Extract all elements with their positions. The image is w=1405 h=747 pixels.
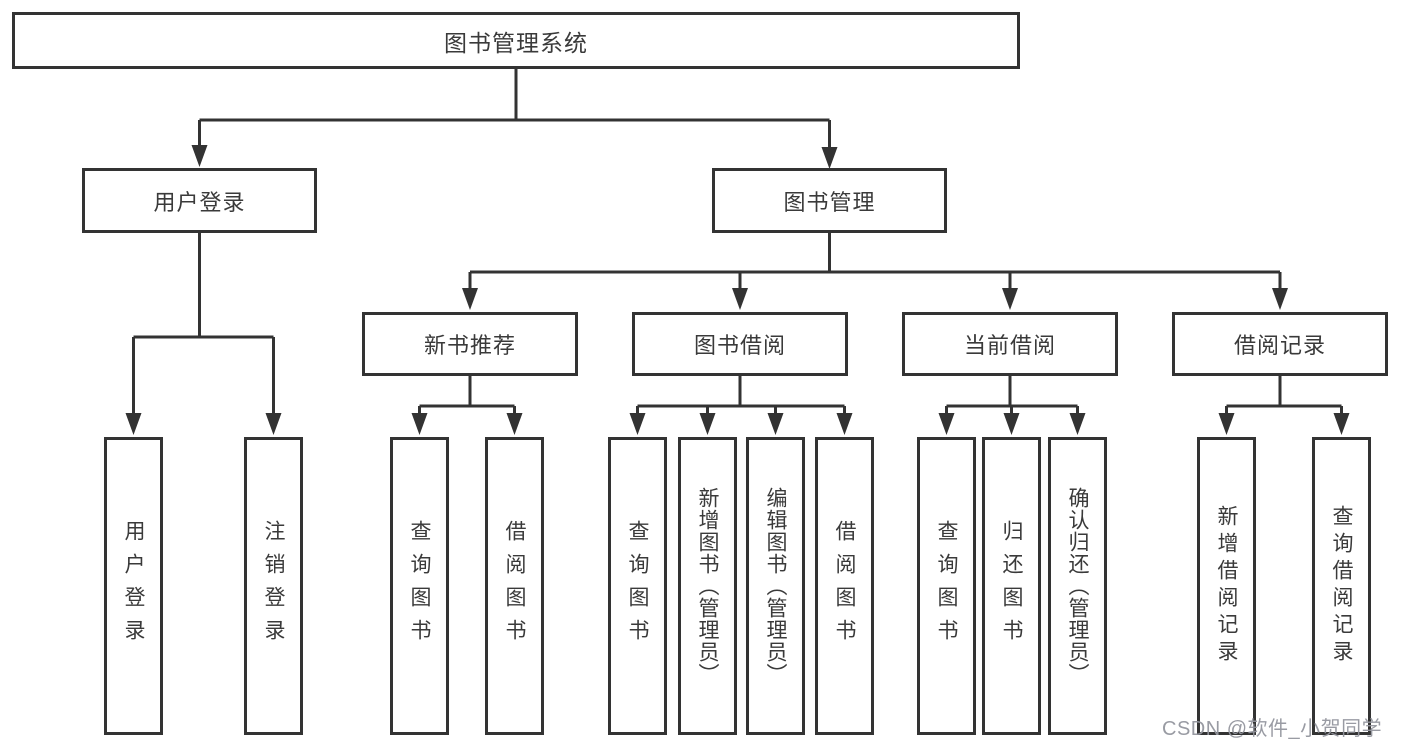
arrow-down-icon xyxy=(629,413,646,435)
arrow-down-icon xyxy=(191,145,208,167)
leaf-label: 借阅图书 xyxy=(833,520,856,652)
arrow-down-icon xyxy=(699,413,716,435)
leaf-label: 查询借阅记录 xyxy=(1330,505,1353,667)
leaf-query-books-current: 查询图书 xyxy=(917,437,976,735)
leaf-label: 编辑图书（管理员） xyxy=(764,487,787,685)
connector-current-to-leaves xyxy=(938,376,1086,435)
leaf-label: 查询图书 xyxy=(408,520,431,652)
leaf-query-books-recommend: 查询图书 xyxy=(390,437,449,735)
leaf-query-borrow-record: 查询借阅记录 xyxy=(1312,437,1371,735)
connector-borrow-to-leaves xyxy=(629,376,853,435)
leaf-label: 查询图书 xyxy=(626,520,649,652)
node-book-management: 图书管理 xyxy=(712,168,947,233)
connector-root-to-level2 xyxy=(191,69,838,169)
arrow-down-icon xyxy=(265,413,282,435)
arrow-down-icon xyxy=(1002,288,1018,310)
leaf-label: 用户登录 xyxy=(122,520,145,652)
leaf-query-books-borrow: 查询图书 xyxy=(608,437,667,735)
node-book-borrow: 图书借阅 xyxy=(632,312,848,376)
arrow-down-icon xyxy=(506,413,523,435)
leaf-user-login: 用户登录 xyxy=(104,437,163,735)
leaf-edit-book-admin: 编辑图书（管理员） xyxy=(746,437,805,735)
arrow-down-icon xyxy=(767,413,784,435)
arrow-down-icon xyxy=(462,288,478,310)
arrow-down-icon xyxy=(1333,413,1350,435)
node-current-borrow: 当前借阅 xyxy=(902,312,1118,376)
leaf-borrow-books-recommend: 借阅图书 xyxy=(485,437,544,735)
arrow-down-icon xyxy=(1003,413,1020,435)
arrow-down-icon xyxy=(938,413,955,435)
arrow-down-icon xyxy=(1272,288,1288,310)
leaf-logout: 注销登录 xyxy=(244,437,303,735)
leaf-confirm-return-admin: 确认归还（管理员） xyxy=(1048,437,1107,735)
arrow-down-icon xyxy=(836,413,853,435)
leaf-label: 确认归还（管理员） xyxy=(1066,487,1089,685)
arrow-down-icon xyxy=(732,288,748,310)
leaf-label: 注销登录 xyxy=(262,520,285,652)
leaf-label: 新增图书（管理员） xyxy=(696,487,719,685)
arrow-down-icon xyxy=(821,147,838,169)
arrow-down-icon xyxy=(411,413,428,435)
leaf-add-borrow-record: 新增借阅记录 xyxy=(1197,437,1256,735)
arrow-down-icon xyxy=(125,413,142,435)
connector-bookmgmt-to-level3 xyxy=(462,233,1288,310)
node-library-system: 图书管理系统 xyxy=(12,12,1020,69)
node-borrow-records: 借阅记录 xyxy=(1172,312,1388,376)
arrow-down-icon xyxy=(1069,413,1086,435)
leaf-label: 查询图书 xyxy=(935,520,958,652)
arrow-down-icon xyxy=(1218,413,1235,435)
leaf-label: 借阅图书 xyxy=(503,520,526,652)
node-new-book-recommend: 新书推荐 xyxy=(362,312,578,376)
leaf-add-book-admin: 新增图书（管理员） xyxy=(678,437,737,735)
node-user-login: 用户登录 xyxy=(82,168,317,233)
leaf-label: 新增借阅记录 xyxy=(1215,505,1238,667)
leaf-borrow-books: 借阅图书 xyxy=(815,437,874,735)
watermark: CSDN @软件_小贺同学 xyxy=(1162,718,1383,740)
connector-records-to-leaves xyxy=(1218,376,1350,435)
leaf-return-book: 归还图书 xyxy=(982,437,1041,735)
connector-recommend-to-leaves xyxy=(411,376,523,435)
leaf-label: 归还图书 xyxy=(1000,520,1023,652)
connector-userlogin-to-leaves xyxy=(125,233,282,435)
